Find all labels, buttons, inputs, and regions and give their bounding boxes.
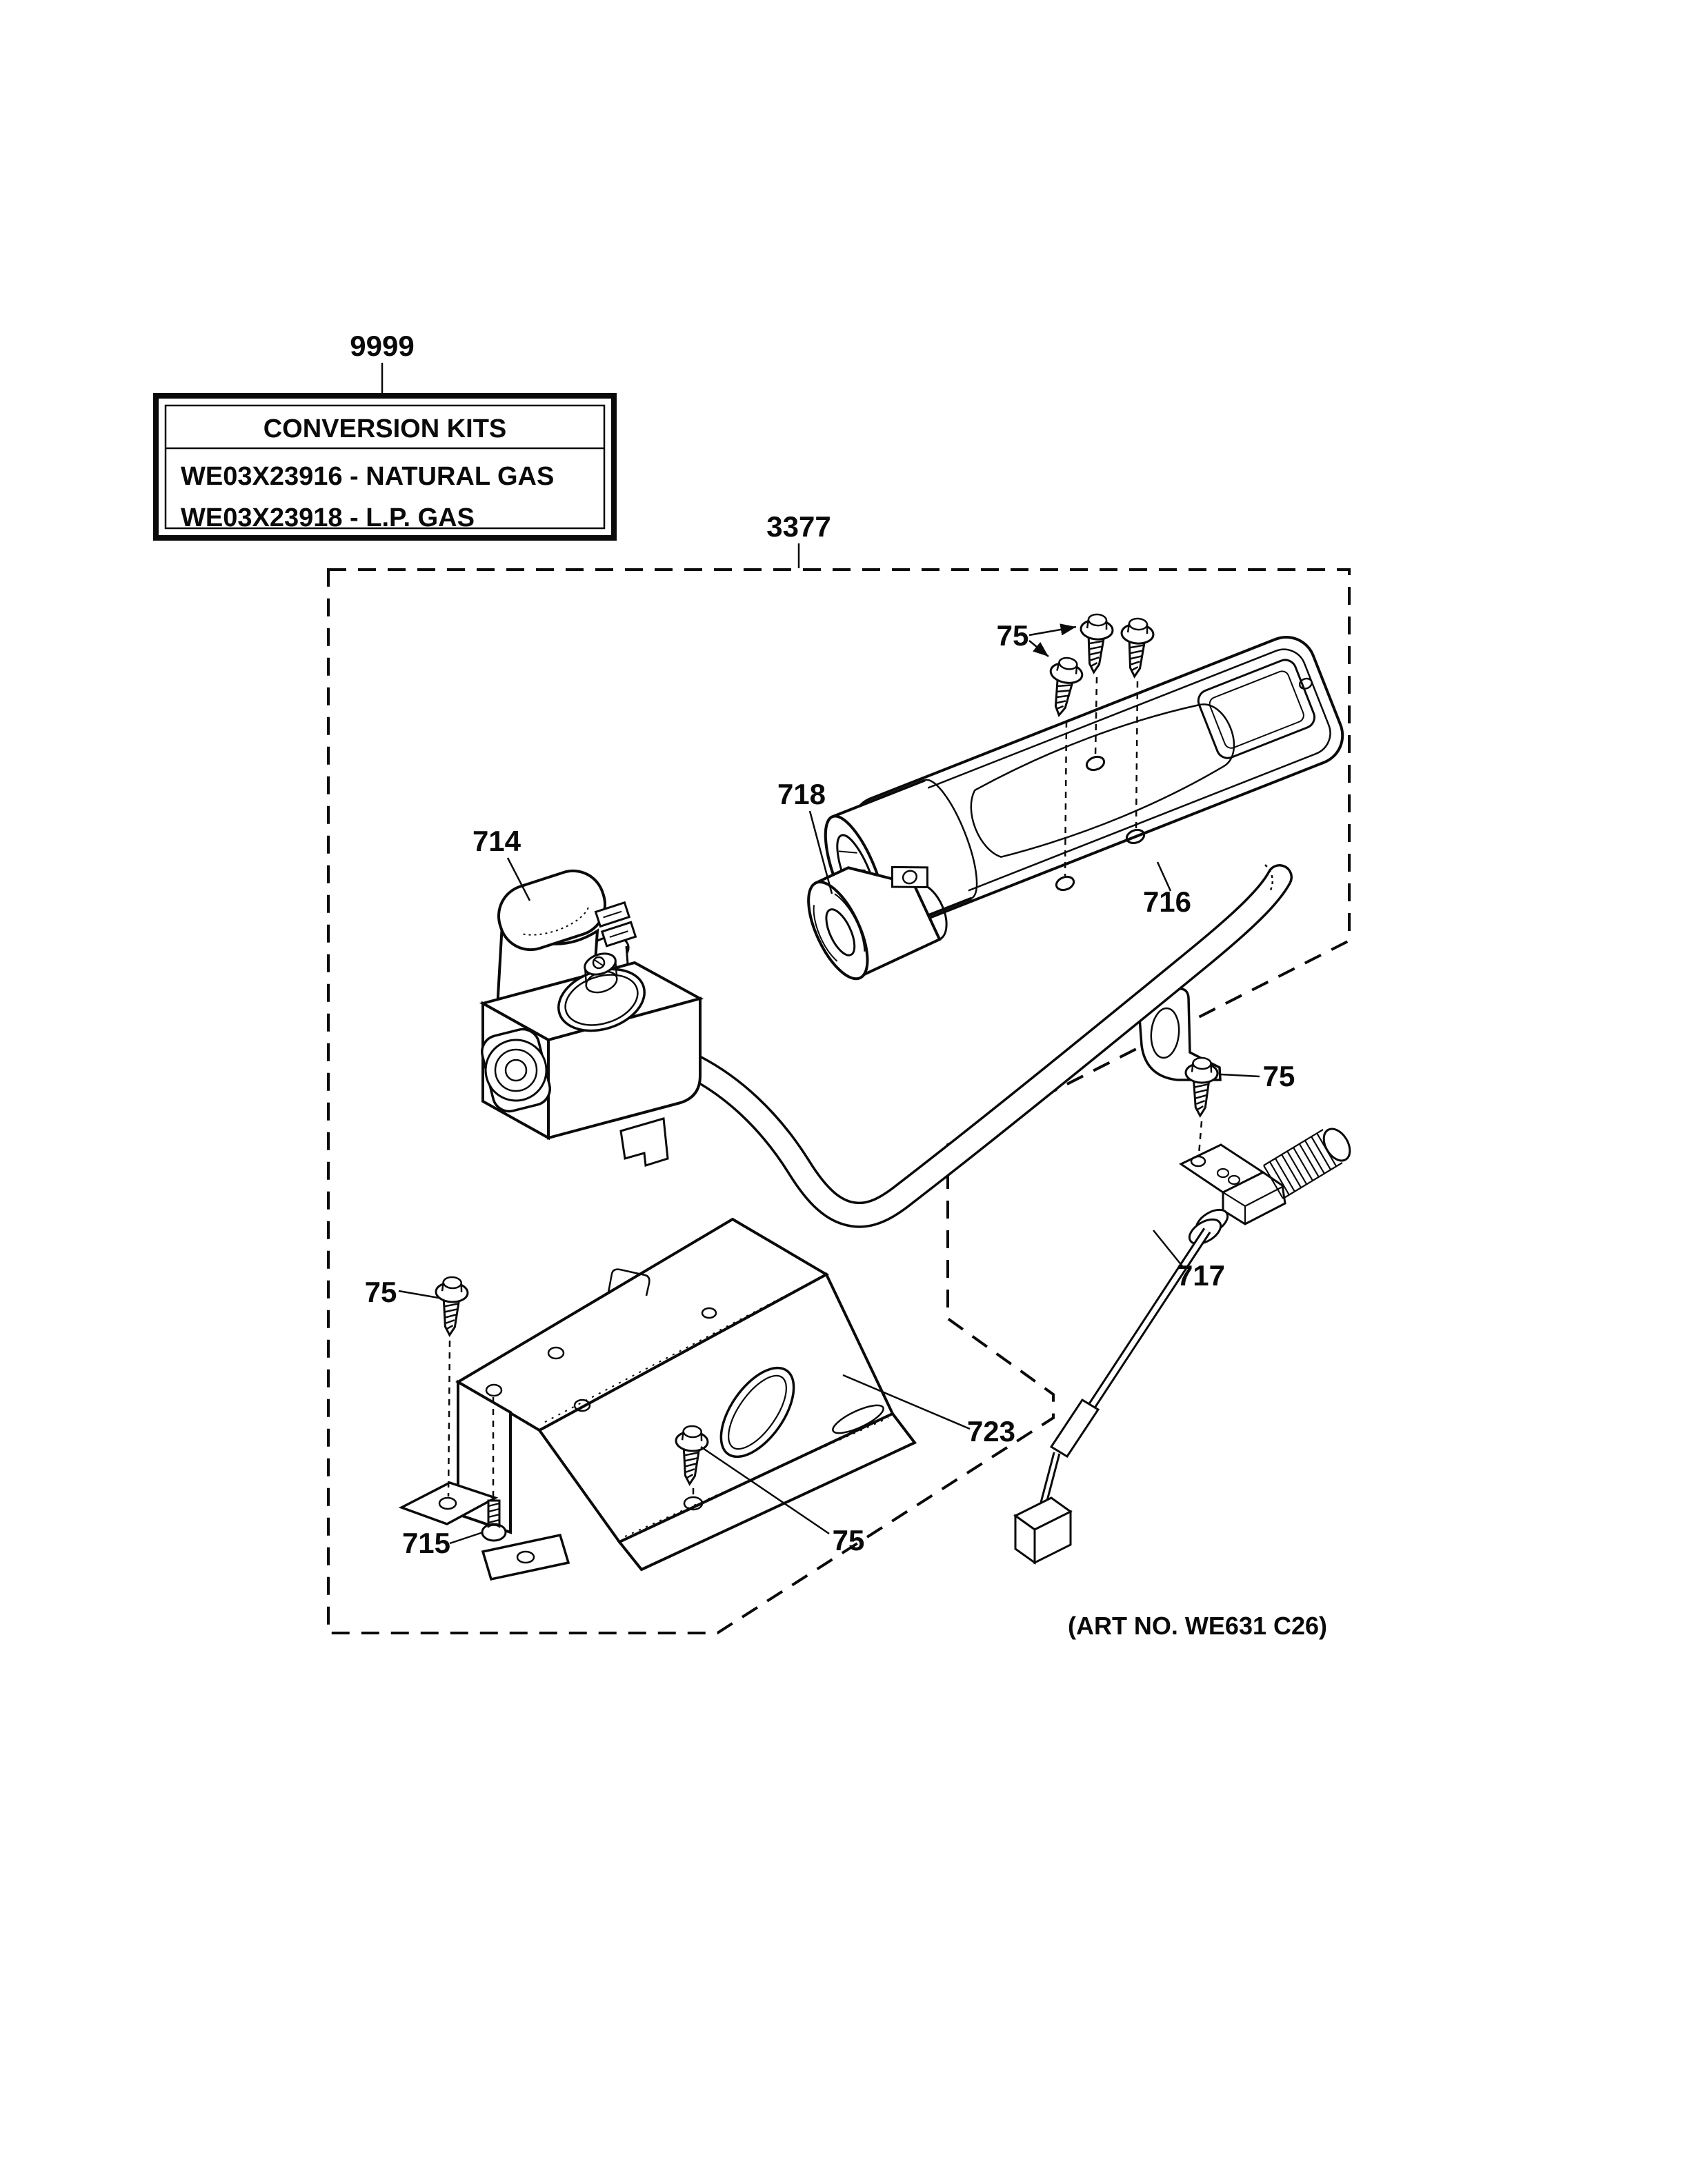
screw-75	[1042, 654, 1086, 719]
callout-716: 716	[1143, 885, 1191, 918]
gas-pipe	[671, 864, 1293, 1228]
screw-75	[1077, 612, 1115, 674]
callout-75-igniter: 75	[1263, 1060, 1295, 1092]
callout-3377: 3377	[766, 510, 831, 543]
tray-screw-hole	[1085, 755, 1106, 772]
art-number: (ART NO. WE631 C26)	[1068, 1612, 1327, 1640]
callout-75-left: 75	[365, 1276, 397, 1308]
mounting-bracket-723	[398, 1217, 917, 1581]
igniter-717	[1013, 1056, 1351, 1565]
gas-valve-714	[479, 869, 704, 1167]
assembly-dashed-line	[447, 1340, 451, 1497]
clamp-718	[807, 865, 948, 981]
conversion-kit-natural-gas: WE03X23916 - NATURAL GAS	[181, 462, 554, 491]
screw-75	[1183, 1056, 1220, 1118]
screw-75	[433, 1275, 470, 1337]
callout-9999: 9999	[350, 330, 414, 362]
callout-714: 714	[473, 825, 521, 857]
callout-723: 723	[967, 1415, 1015, 1447]
callout-715: 715	[402, 1527, 450, 1559]
tray-screw-hole	[1125, 828, 1146, 845]
assembly-dashed-lines-tray	[1064, 677, 1139, 876]
tray-screw-hole	[1055, 875, 1075, 892]
callout-labels: 75 714 718 716 75 717 723 75 75 715	[365, 619, 1295, 1559]
conversion-kits-box: CONVERSION KITS WE03X23916 - NATURAL GAS…	[153, 393, 617, 541]
callout-75-bracket: 75	[833, 1524, 865, 1556]
igniter-coil	[1263, 1129, 1343, 1199]
conversion-kit-lp-gas: WE03X23918 - L.P. GAS	[181, 503, 475, 532]
conversion-kits-title: CONVERSION KITS	[264, 414, 507, 443]
callout-75-tray: 75	[997, 619, 1029, 652]
callout-718: 718	[777, 778, 826, 810]
callout-717: 717	[1177, 1259, 1225, 1292]
screw-75	[1117, 616, 1155, 679]
kit-boundary-dashed-box	[327, 568, 1351, 1634]
